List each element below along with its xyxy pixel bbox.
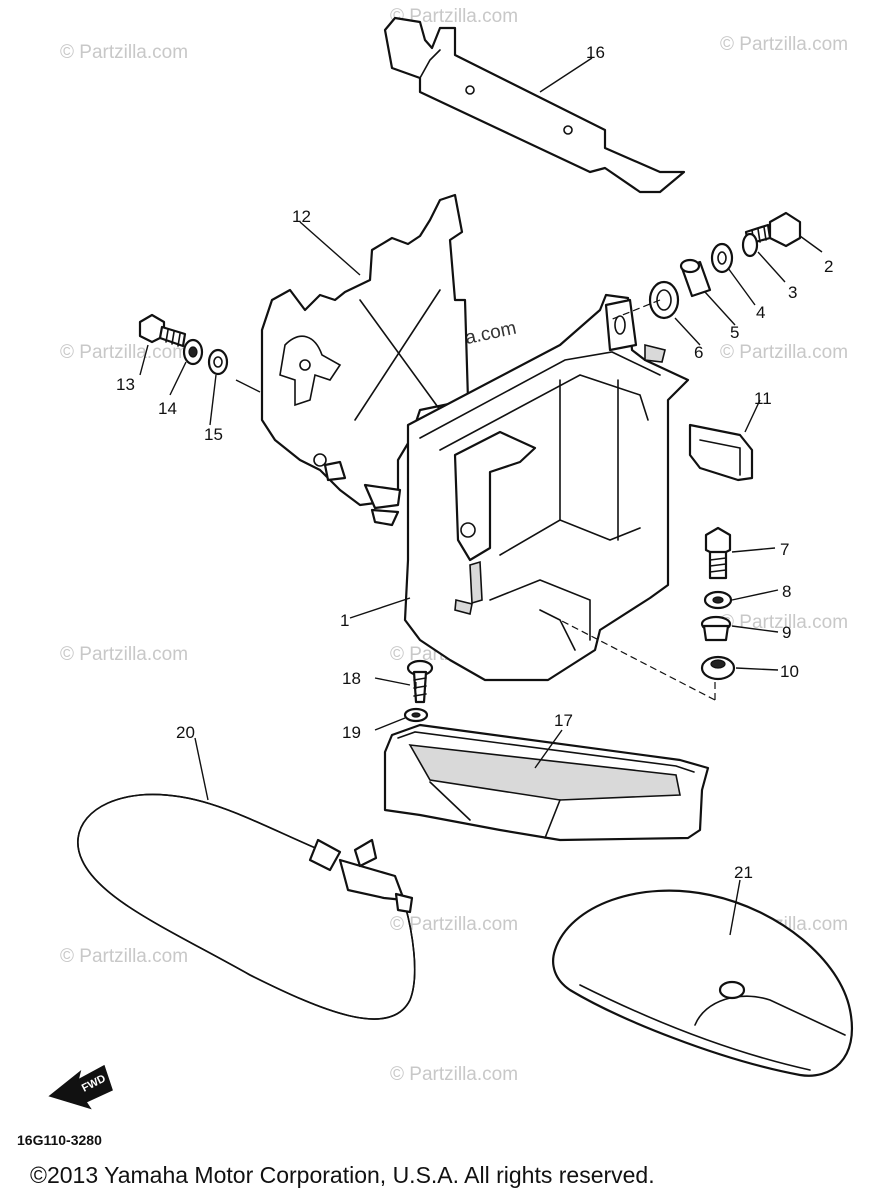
part-5-collar — [679, 258, 712, 298]
part-6-grommet — [648, 280, 680, 320]
alignment-lines — [407, 299, 716, 701]
callout-2: 2 — [824, 257, 833, 276]
part-9-collar — [700, 615, 732, 642]
callout-6: 6 — [694, 343, 703, 362]
part-3-lock-washer — [741, 232, 759, 258]
callout-8: 8 — [782, 582, 791, 601]
callout-7: 7 — [780, 540, 789, 559]
watermark: © Partzilla.com — [60, 42, 188, 63]
part-8-nut — [703, 590, 733, 610]
callout-10: 10 — [780, 662, 799, 681]
callout-13: 13 — [116, 375, 135, 394]
part-14-washer — [182, 338, 204, 366]
callout-18: 18 — [342, 669, 361, 688]
callout-3: 3 — [788, 283, 797, 302]
part-1-battery-box — [403, 293, 690, 682]
callout-17: 17 — [554, 711, 573, 730]
part-10-grommet — [700, 655, 736, 681]
part-16-bracket — [383, 16, 686, 194]
callout-14: 14 — [158, 399, 177, 418]
part-20-cable — [77, 793, 416, 1020]
copyright-notice: ©2013 Yamaha Motor Corporation, U.S.A. A… — [30, 1162, 655, 1188]
watermark: © Partzilla.com — [60, 946, 188, 967]
callout-15: 15 — [204, 425, 223, 444]
watermark: © Partzilla.com — [60, 342, 188, 363]
part-4-washer — [710, 242, 734, 274]
callout-9: 9 — [782, 623, 791, 642]
watermark: © Partzilla.com — [390, 6, 518, 27]
watermark: © Partzilla.com — [390, 1064, 518, 1085]
watermark: © Partzilla.com — [720, 342, 848, 363]
callout-20: 20 — [176, 723, 195, 742]
part-18-screw — [406, 659, 434, 704]
callout-5: 5 — [730, 323, 739, 342]
part-11-clip — [688, 423, 754, 482]
callout-11: 11 — [754, 389, 772, 408]
callout-21: 21 — [734, 863, 753, 882]
callout-labels: 1 2 3 4 5 6 7 8 9 10 11 12 13 14 15 16 1… — [116, 43, 833, 882]
part-19-washer — [403, 707, 429, 723]
callout-1: 1 — [340, 611, 349, 630]
watermark: © Partzilla.com — [720, 612, 848, 633]
watermark: © Partzilla.com — [390, 914, 518, 935]
part-21-cover — [552, 889, 853, 1077]
callout-12: 12 — [292, 207, 311, 226]
watermark: © Partzilla.com — [720, 34, 848, 55]
watermark: © Partzilla.com — [60, 644, 188, 665]
part-17-tray — [383, 723, 710, 842]
callout-16: 16 — [586, 43, 605, 62]
callout-19: 19 — [342, 723, 361, 742]
part-12-plate — [260, 193, 470, 527]
part-13-bolt — [138, 313, 187, 348]
part-15-washer — [207, 348, 229, 376]
diagram-code: 16G110-3280 — [17, 1132, 102, 1148]
callout-4: 4 — [756, 303, 765, 322]
fwd-arrow: FWD — [48, 1064, 113, 1110]
part-2-bolt — [744, 211, 802, 248]
part-7-bolt — [704, 526, 732, 580]
leader-lines — [139, 57, 823, 936]
